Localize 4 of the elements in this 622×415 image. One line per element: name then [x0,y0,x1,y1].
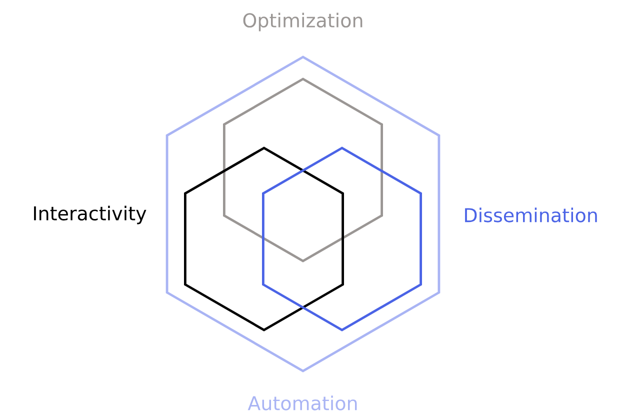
hexagon-label: Automation [248,396,357,410]
hexagon-label: Optimization [243,12,362,32]
hexagon-label: Dissemination [465,208,597,222]
hexagon-label: Interactivity [34,206,146,224]
